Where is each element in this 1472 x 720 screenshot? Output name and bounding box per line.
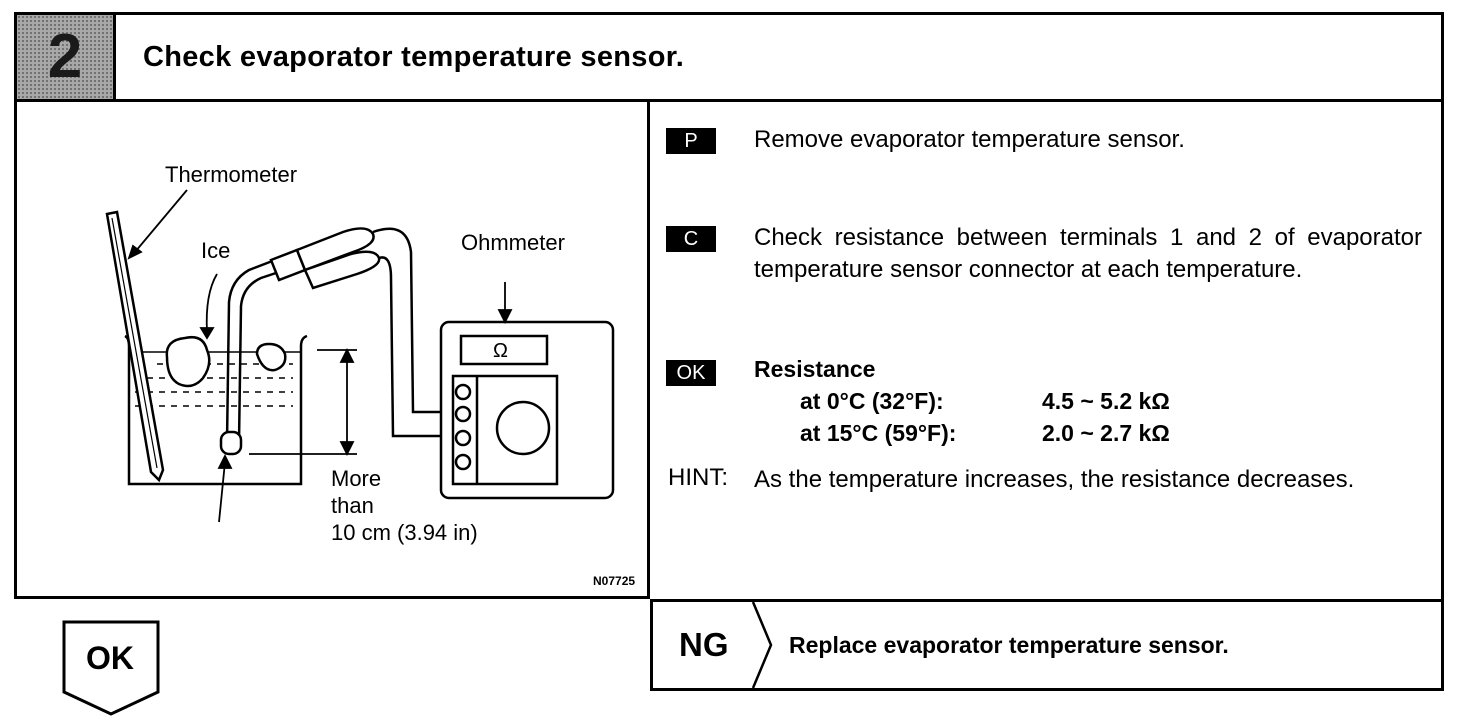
- sensor-test-illustration: [105, 189, 615, 523]
- hint-text: As the temperature increases, the resist…: [754, 466, 1355, 493]
- ohmmeter-leads: [372, 227, 451, 438]
- ice-label: Ice: [201, 238, 231, 263]
- resistance-condition-0c: at 0°C (32°F):: [800, 388, 944, 414]
- check-text: Check resistance between terminals 1 and…: [754, 224, 1422, 283]
- hint-label: HINT:: [668, 464, 728, 491]
- illustration-panel: Thermometer Ice Ohmmeter Ω More than 10 …: [14, 102, 650, 599]
- depth-label-line1: More: [331, 466, 382, 491]
- ohmmeter: [439, 320, 615, 500]
- depth-label-line2: than: [331, 493, 374, 518]
- step-number-box: [17, 15, 116, 99]
- ok-arrow-box: [62, 620, 160, 716]
- prepare-text: Remove evaporator temperature sensor.: [754, 126, 1185, 153]
- depth-dimension: [249, 347, 357, 457]
- thermometer: [105, 210, 165, 483]
- step-header: 2 Check evaporator temperature sensor.: [14, 12, 1444, 102]
- resistance-condition-15c: at 15°C (59°F):: [800, 420, 957, 446]
- check-tag: C: [666, 226, 716, 252]
- ng-label: NG: [679, 626, 729, 663]
- resistance-value-15c: 2.0 ~ 2.7 kΩ: [1042, 420, 1170, 446]
- ng-chevron: [751, 602, 773, 688]
- ice-cubes: [165, 336, 287, 388]
- step-number: 2: [47, 22, 83, 91]
- ok-tag: OK: [666, 360, 716, 386]
- procedure-panel: P Remove evaporator temperature sensor. …: [650, 102, 1444, 599]
- resistance-heading: Resistance: [754, 356, 876, 382]
- ohmmeter-label: Ohmmeter: [461, 230, 565, 255]
- leader-lines: [127, 189, 513, 523]
- ng-result-box: NG Replace evaporator temperature sensor…: [650, 599, 1444, 691]
- step-title: Check evaporator temperature sensor.: [143, 41, 685, 73]
- ok-label: OK: [86, 640, 134, 676]
- figure-code: N07725: [593, 574, 636, 588]
- ng-action: Replace evaporator temperature sensor.: [789, 632, 1229, 658]
- sensor-connector: [269, 227, 381, 290]
- ohm-symbol: Ω: [493, 340, 508, 362]
- depth-label-line3: 10 cm (3.94 in): [331, 520, 478, 545]
- thermometer-label: Thermometer: [165, 162, 298, 187]
- sensor-wires: [219, 258, 286, 456]
- resistance-value-0c: 4.5 ~ 5.2 kΩ: [1042, 388, 1170, 414]
- prepare-tag: P: [666, 128, 716, 154]
